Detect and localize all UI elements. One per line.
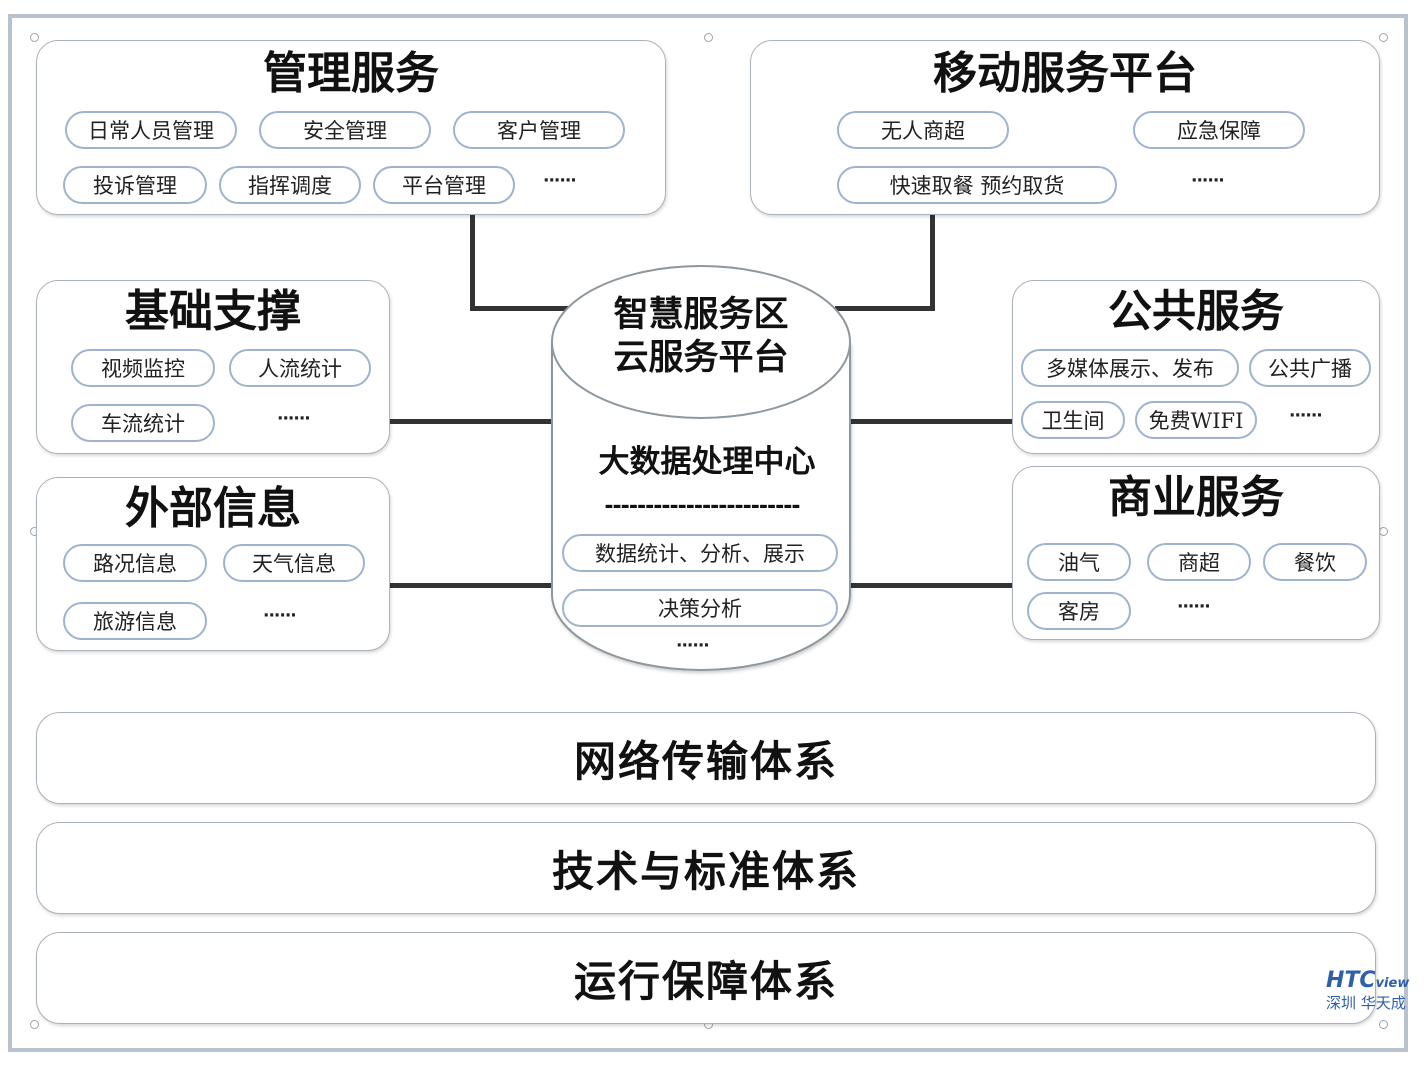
item-fuel: 油气 [1027,543,1131,581]
frame-handle [704,33,713,42]
more-ellipsis: ······ [676,636,710,656]
item-weather-info: 天气信息 [223,544,365,582]
frame-handle [1379,33,1388,42]
item-daily-staff: 日常人员管理 [65,111,237,149]
item-travel-info: 旅游信息 [63,602,207,640]
item-free-wifi: 免费WIFI [1135,401,1257,439]
item-people-count: 人流统计 [229,349,371,387]
item-emergency: 应急保障 [1133,111,1305,149]
center-divider: ------------------------ [604,494,800,519]
frame-handle [30,33,39,42]
more-ellipsis: ······ [263,606,297,626]
more-ellipsis: ······ [1177,597,1211,617]
center-title-line1: 智慧服务区 [613,295,789,335]
layer-tech-standards: 技术与标准体系 [36,822,1376,914]
panel-title: 管理服务 [263,48,439,99]
connector-business [848,583,1014,588]
connector-management [470,213,475,310]
center-cylinder [551,265,851,671]
item-vehicle-count: 车流统计 [71,404,215,442]
item-quick-pickup: 快速取餐 预约取货 [837,166,1117,204]
panel-title: 公共服务 [1108,286,1284,337]
more-ellipsis: ······ [1191,171,1225,191]
panel-title: 基础支撑 [125,286,301,337]
panel-title: 移动服务平台 [933,48,1197,99]
frame-handle [1379,1020,1388,1029]
item-guest-room: 客房 [1027,592,1131,630]
logo-brand: HTCview [1326,968,1410,993]
connector-management [470,306,570,311]
item-complaint: 投诉管理 [63,166,207,204]
item-unmanned-store: 无人商超 [837,111,1009,149]
company-logo: HTCview 深圳 华天成 [1326,968,1422,1016]
item-decision-analysis: 决策分析 [562,589,838,627]
item-dining: 餐饮 [1263,543,1367,581]
more-ellipsis: ······ [543,171,577,191]
panel-title: 商业服务 [1108,472,1284,523]
item-security: 安全管理 [259,111,431,149]
panel-business: 商业服务 油气 商超 餐饮 客房 ······ [1012,466,1380,640]
layer-operations: 运行保障体系 [36,932,1376,1024]
panel-mobile: 移动服务平台 无人商超 应急保障 快速取餐 预约取货 ······ [750,40,1380,215]
item-data-analysis: 数据统计、分析、展示 [562,534,838,572]
panel-management: 管理服务 日常人员管理 安全管理 客户管理 投诉管理 指挥调度 平台管理 ···… [36,40,666,215]
item-customer: 客户管理 [453,111,625,149]
item-multimedia: 多媒体展示、发布 [1021,349,1239,387]
panel-external: 外部信息 路况信息 天气信息 旅游信息 ······ [36,477,390,651]
frame-handle [30,1020,39,1029]
panel-infrastructure: 基础支撑 视频监控 人流统计 车流统计 ······ [36,280,390,454]
layer-network: 网络传输体系 [36,712,1376,804]
more-ellipsis: ······ [277,409,311,429]
connector-mobile [930,213,935,310]
item-road-info: 路况信息 [63,544,207,582]
connector-public [848,419,1014,424]
item-dispatch: 指挥调度 [219,166,361,204]
item-broadcast: 公共广播 [1249,349,1371,387]
item-restroom: 卫生间 [1021,401,1125,439]
item-video-monitor: 视频监控 [71,349,215,387]
panel-title: 外部信息 [125,483,301,534]
item-supermarket: 商超 [1147,543,1251,581]
logo-company: 深圳 华天成 [1326,994,1406,1012]
panel-public: 公共服务 多媒体展示、发布 公共广播 卫生间 免费WIFI ······ [1012,280,1380,454]
connector-external [388,583,554,588]
item-platform: 平台管理 [373,166,515,204]
connector-infrastructure [388,419,554,424]
connector-mobile [835,306,935,311]
center-title-line2: 云服务平台 [613,338,789,378]
more-ellipsis: ······ [1289,406,1323,426]
frame-handle [1379,527,1388,536]
center-subtitle: 大数据处理中心 [598,444,816,480]
